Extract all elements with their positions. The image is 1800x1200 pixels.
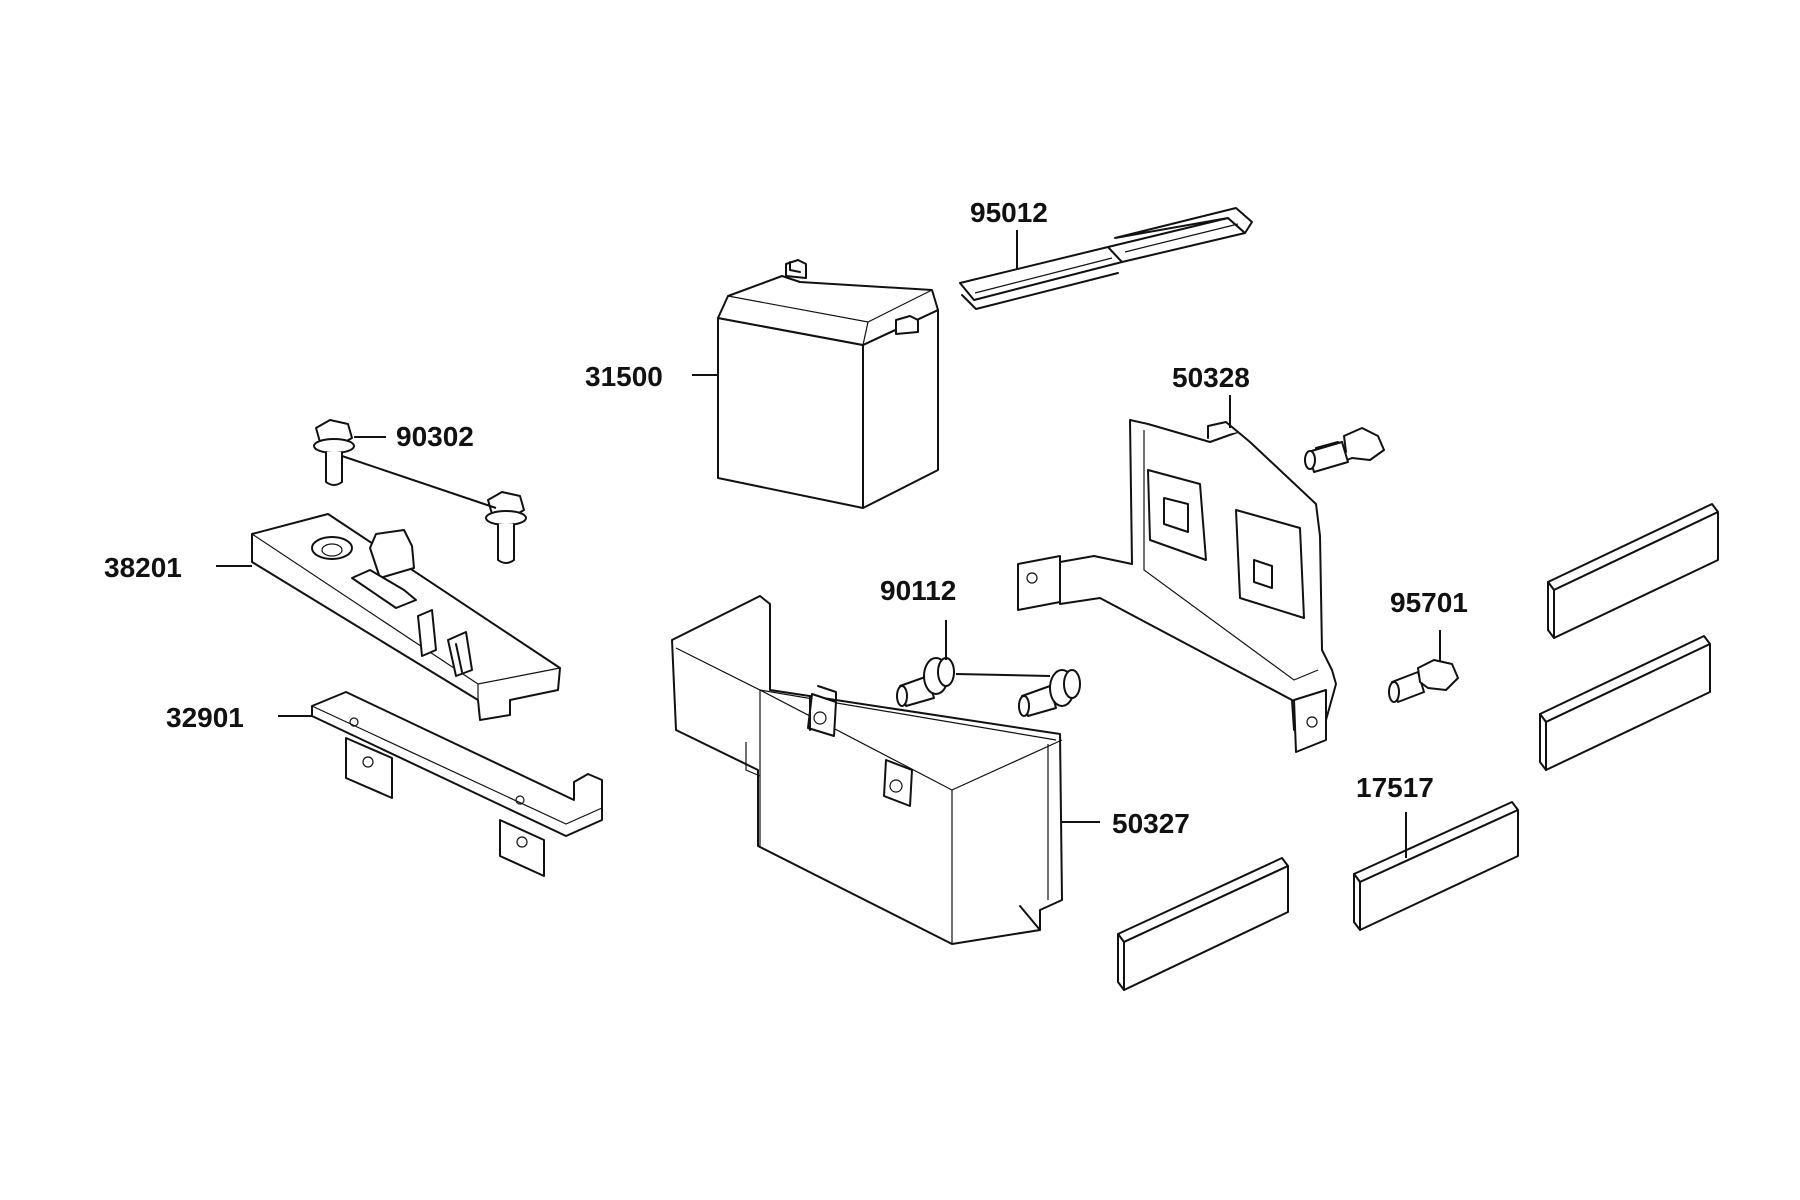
part-32901-bracket <box>311 691 603 877</box>
label-90302: 90302 <box>341 421 497 509</box>
part-50327-battery-tray <box>671 595 1063 945</box>
part-90302-bolt-a <box>313 419 355 486</box>
label-32901: 32901 <box>166 702 312 733</box>
svg-text:31500: 31500 <box>585 361 663 392</box>
label-50328: 50328 <box>1172 362 1250 428</box>
svg-text:90112: 90112 <box>880 575 956 606</box>
part-95012-battery-strap <box>959 207 1253 310</box>
svg-text:95012: 95012 <box>970 197 1048 228</box>
svg-text:32901: 32901 <box>166 702 244 733</box>
part-17517-pad-1 <box>1547 503 1719 639</box>
svg-text:50328: 50328 <box>1172 362 1250 393</box>
label-17517: 17517 <box>1356 772 1434 858</box>
part-95701-bolt <box>1388 659 1459 703</box>
svg-text:38201: 38201 <box>104 552 182 583</box>
part-17517-pad-4 <box>1117 857 1289 991</box>
part-17517-pad-2 <box>1539 635 1711 771</box>
label-38201: 38201 <box>104 552 252 583</box>
svg-text:90302: 90302 <box>396 421 474 452</box>
label-31500: 31500 <box>585 361 718 392</box>
part-90302-bolt-b <box>485 491 527 564</box>
svg-text:95701: 95701 <box>1390 587 1468 618</box>
label-90112: 90112 <box>880 575 1051 677</box>
part-90112-bolt-b <box>1018 669 1081 717</box>
label-50327: 50327 <box>1062 808 1190 839</box>
part-38201-holder <box>251 513 561 721</box>
svg-text:50327: 50327 <box>1112 808 1190 839</box>
part-bolt-upper-right <box>1304 427 1385 473</box>
label-95701: 95701 <box>1390 587 1468 662</box>
part-50328-rear-plate <box>1017 419 1337 753</box>
svg-text:17517: 17517 <box>1356 772 1434 803</box>
part-17517-pad-3 <box>1353 801 1519 931</box>
part-31500-battery <box>717 259 939 509</box>
part-90112-bolt-a <box>896 657 955 707</box>
label-95012: 95012 <box>970 197 1048 270</box>
